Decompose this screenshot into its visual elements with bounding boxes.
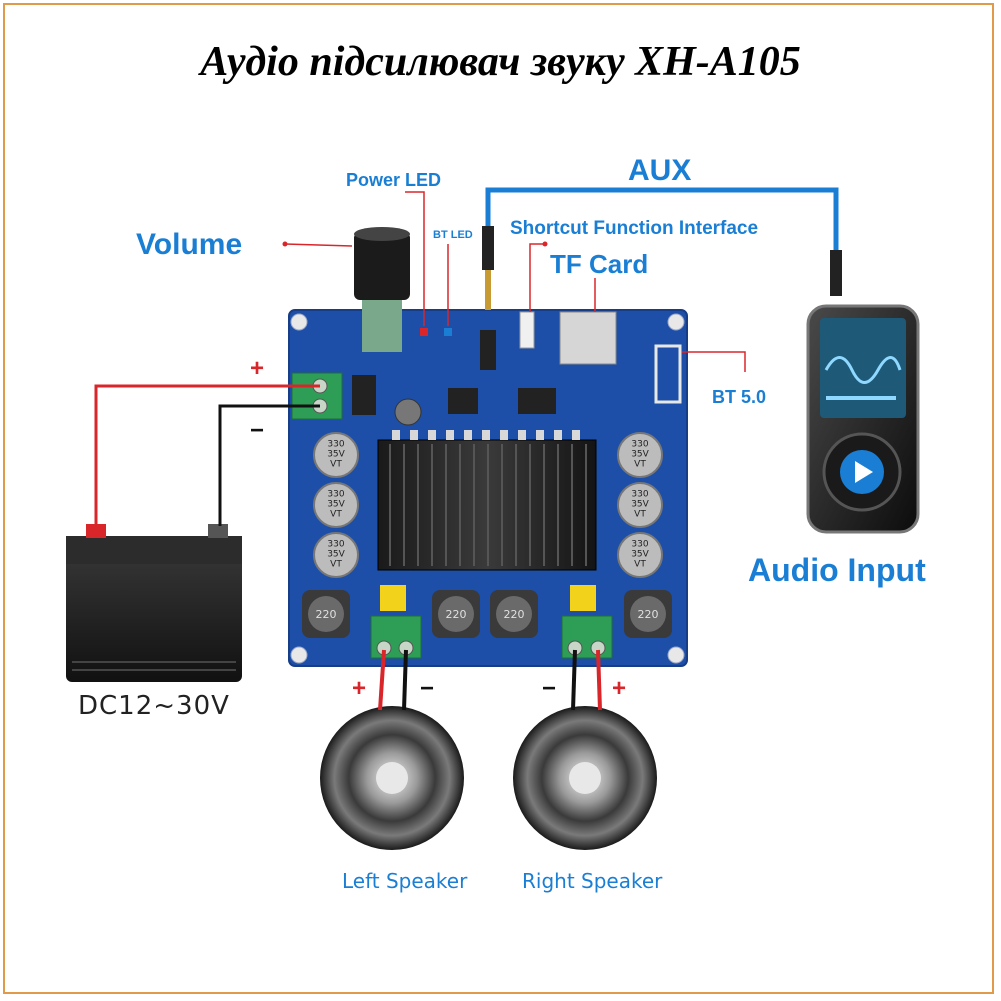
power-terminal — [291, 372, 343, 420]
dc-voltage-label: DC12~30V — [78, 691, 230, 721]
left-speaker-label: Left Speaker — [342, 869, 468, 893]
right-speaker-label: Right Speaker — [522, 869, 663, 893]
inductor-label: 220 — [316, 608, 337, 621]
shortcut-label: Shortcut Function Interface — [510, 218, 758, 239]
left-plus-sign: + — [352, 675, 366, 702]
tf-card-label: TF Card — [550, 249, 648, 279]
left-speaker-wire-positive — [378, 649, 386, 711]
tf-card-slot — [559, 311, 617, 365]
trimmer-right — [570, 585, 596, 611]
right-speaker — [513, 706, 657, 850]
leader-lines — [284, 191, 746, 372]
aux-label: AUX — [628, 154, 691, 187]
right-minus-sign: − — [542, 675, 556, 702]
right-speaker-wire-positive — [596, 649, 602, 711]
bt-label: BT 5.0 — [712, 387, 766, 407]
power-led — [420, 328, 428, 336]
trimmer-left — [380, 585, 406, 611]
music-player — [806, 304, 920, 534]
right-speaker-terminal — [561, 615, 613, 659]
battery — [66, 524, 242, 682]
left-speaker — [320, 706, 464, 850]
right-plus-sign: + — [612, 675, 626, 702]
inductors — [302, 590, 672, 638]
aux-jack — [480, 330, 496, 370]
image-border — [3, 3, 994, 994]
capacitors-left — [313, 432, 359, 578]
left-minus-sign: − — [420, 675, 434, 702]
header-pins — [519, 311, 535, 349]
battery-minus-sign: − — [250, 417, 264, 444]
small-capacitor — [394, 398, 422, 426]
page-title: Аудіо підсилювач звуку XH-A105 — [200, 39, 801, 85]
inductor-label: 220 — [446, 608, 467, 621]
right-speaker-wire-negative — [571, 649, 577, 711]
left-speaker-wire-negative — [402, 649, 408, 711]
aux-cable — [482, 187, 842, 310]
power-wire-negative — [218, 404, 320, 526]
capacitors-right — [617, 432, 663, 578]
battery-plus-sign: + — [250, 355, 264, 382]
bt-led-label: BT LED — [433, 229, 473, 241]
ic-chip — [448, 388, 478, 414]
ic-chip — [352, 375, 376, 415]
power-wire-positive — [94, 384, 320, 526]
play-icon — [855, 461, 873, 483]
bt-led — [444, 328, 452, 336]
power-led-label: Power LED — [346, 170, 441, 190]
volume-label: Volume — [136, 228, 242, 261]
heatsink — [377, 430, 597, 571]
left-speaker-terminal — [370, 615, 422, 659]
audio-input-label: Audio Input — [748, 552, 926, 588]
inductor-label: 220 — [504, 608, 525, 621]
volume-knob[interactable] — [354, 227, 410, 352]
ic-chip — [518, 388, 556, 414]
inductor-label: 220 — [638, 608, 659, 621]
bt-antenna — [654, 344, 682, 404]
